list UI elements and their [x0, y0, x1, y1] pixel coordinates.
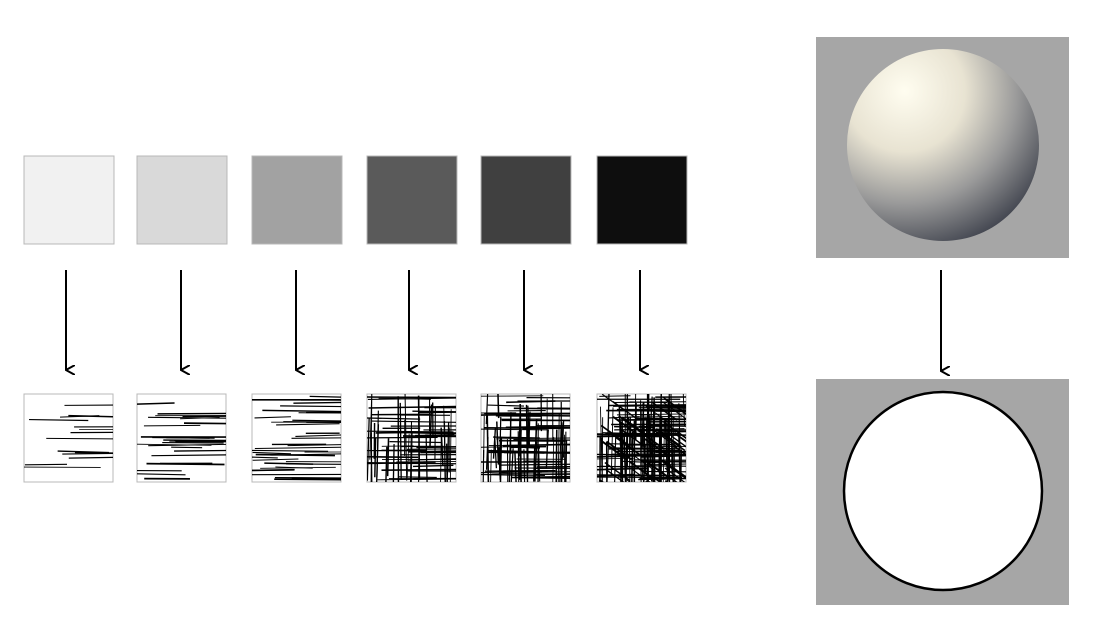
hatch-swatch-dark [480, 393, 571, 483]
tone-arrow-row [65, 270, 640, 370]
tone-swatch-light [136, 155, 228, 245]
hatched-sphere-outline [842, 390, 1044, 592]
shaded-sphere [847, 49, 1039, 241]
hatching-swatch-row [23, 393, 687, 483]
hatch-swatch-mid [251, 393, 342, 483]
tone-swatch-dark-mid [366, 155, 458, 245]
hatched-sphere-panel [816, 379, 1069, 605]
tone-swatch-row [23, 155, 688, 245]
tone-swatch-dark [480, 155, 572, 245]
hatched-sphere-base [844, 392, 1042, 590]
hatch-swatch-very-light [23, 393, 114, 483]
hatch-swatch-black [596, 393, 687, 483]
tone-swatch-mid [251, 155, 343, 245]
tone-swatch-black [596, 155, 688, 245]
tone-swatch-very-light [23, 155, 115, 245]
hatch-swatch-dark-mid [366, 393, 457, 483]
hatch-swatch-light [136, 393, 227, 483]
shaded-sphere-panel [816, 37, 1069, 258]
